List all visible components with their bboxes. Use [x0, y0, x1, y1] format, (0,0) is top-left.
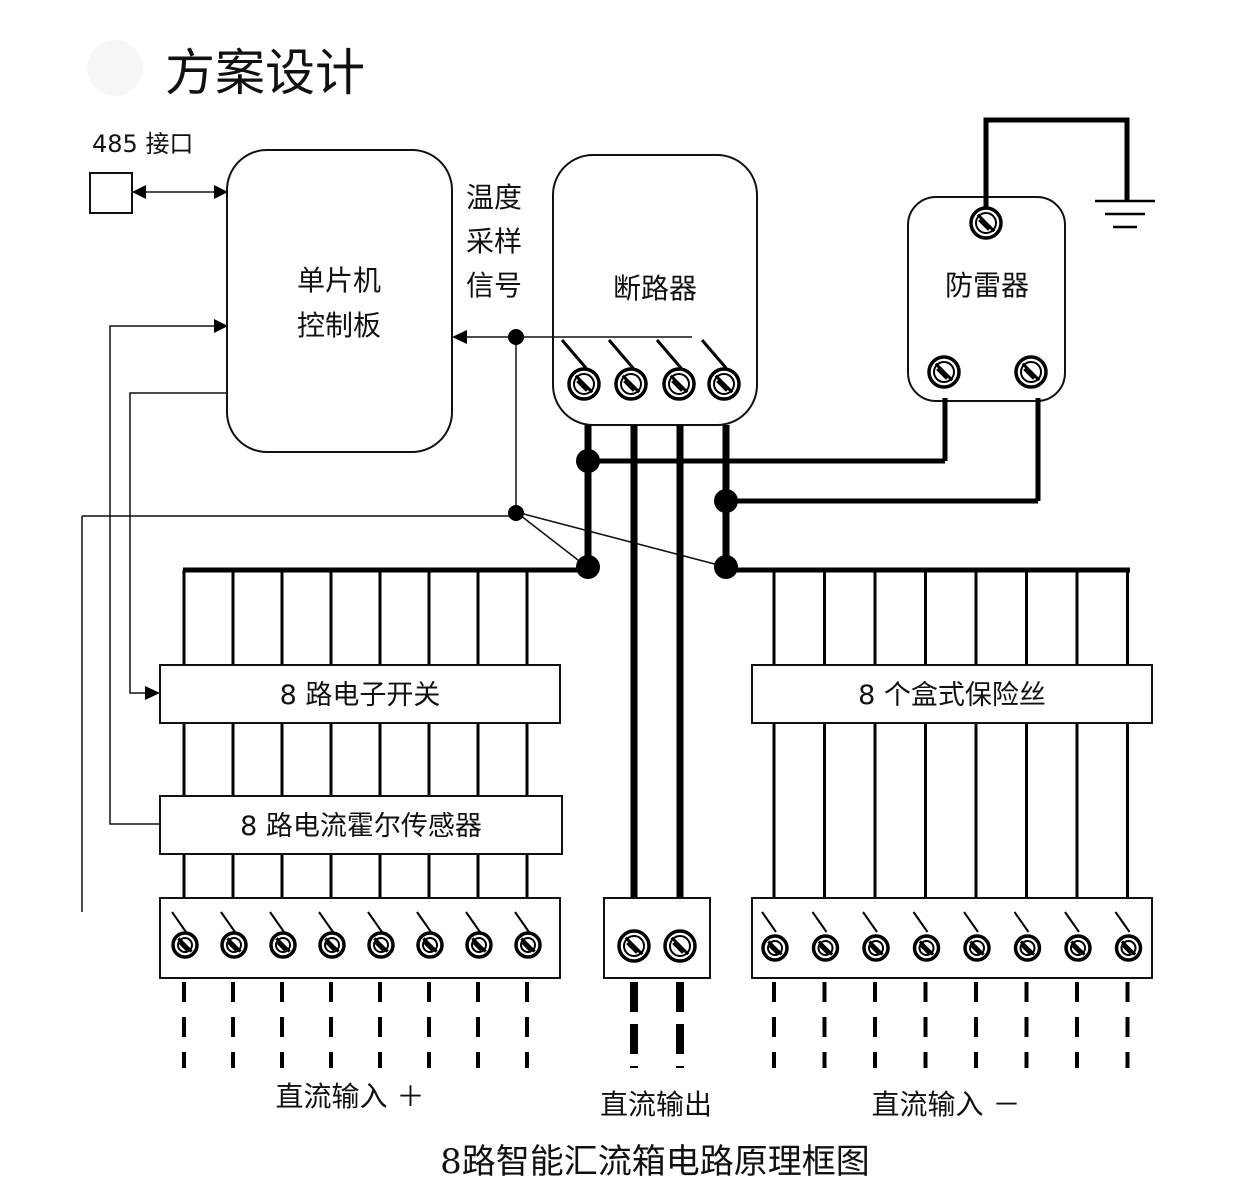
temp-label-line1: 温度 [466, 181, 522, 214]
dc-input-negative-label: 直流输入 － [872, 1088, 1021, 1121]
dc-input-positive-label: 直流输入 ＋ [276, 1080, 425, 1113]
screw-terminal-icon [567, 367, 601, 401]
screw-terminal-icon [367, 931, 395, 959]
terminal-block-positive [159, 897, 561, 979]
mcu-board [226, 149, 453, 453]
junction-dot [714, 489, 738, 513]
mcu-control-lines [109, 319, 228, 825]
terminal-lead [1114, 911, 1131, 933]
screw-terminal-icon [927, 355, 961, 389]
ground-wire [983, 117, 1130, 207]
slide-title: 方案设计 [165, 44, 365, 102]
mcu-label-line2: 控制板 [297, 309, 381, 342]
hall-sensor-bar [159, 795, 563, 855]
surge-protector-label: 防雷器 [945, 269, 1029, 302]
terminal-lead [655, 339, 683, 369]
screw-terminal-icon [707, 367, 741, 401]
dashed-inputs [182, 982, 1130, 1068]
switch-bar-label: 8 路电子开关 [280, 680, 441, 711]
terminal-lead [912, 911, 929, 933]
screw-terminal-icon [617, 929, 651, 963]
screw-terminals [171, 206, 1143, 963]
dc-output-lines [630, 425, 684, 900]
port-485-arrow [132, 185, 228, 199]
screw-terminal-icon [969, 206, 1003, 240]
breaker-box [552, 154, 758, 426]
mcu-label-line1: 单片机 [297, 264, 381, 297]
terminal-lead [1064, 911, 1080, 933]
terminal-lead [318, 911, 334, 933]
fuse-bar [751, 664, 1153, 724]
screw-terminal-icon [1013, 934, 1042, 962]
screw-terminal-icon [514, 931, 542, 959]
terminal-lead [514, 911, 530, 933]
breaker-label: 断路器 [613, 272, 697, 305]
screw-terminal-icon [318, 931, 346, 959]
junction-dot [576, 449, 600, 473]
screw-terminal-icon [1064, 934, 1092, 962]
screw-terminal-icon [663, 929, 697, 963]
terminal-lead [269, 911, 285, 933]
screw-terminal-icon [220, 931, 248, 959]
temp-label-line3: 信号 [466, 269, 522, 302]
terminal-lead [171, 911, 187, 933]
ground-icon [1095, 199, 1155, 229]
switch-bar [159, 664, 561, 724]
hall-sensor-bar-label: 8 路电流霍尔传感器 [240, 811, 482, 842]
terminal-lead [465, 911, 481, 933]
title-bullet-icon [87, 40, 143, 96]
screw-terminal-icon [761, 934, 789, 962]
junction-dot [508, 329, 524, 345]
terminal-lead [862, 911, 878, 933]
terminal-lead [1013, 911, 1030, 933]
terminal-block-negative [751, 897, 1153, 979]
negative-bus [722, 398, 1130, 573]
terminal-lead [220, 911, 236, 933]
dc-output-label: 直流输出 [600, 1088, 712, 1121]
terminal-lead [963, 911, 979, 933]
screw-terminal-icon [465, 931, 493, 959]
figure-caption: 8路智能汇流箱电路原理框图 [440, 1142, 870, 1182]
terminal-lead [811, 911, 828, 933]
junction-dot [576, 555, 600, 579]
fuse-bar-label: 8 个盒式保险丝 [858, 680, 1046, 711]
temp-signal-line [81, 330, 727, 912]
junction-dot [714, 555, 738, 579]
terminal-lead [761, 911, 777, 933]
screw-terminal-icon [662, 367, 696, 401]
terminal-lead [367, 911, 383, 933]
screw-terminal-icon [416, 931, 444, 959]
terminal-lead [700, 339, 728, 369]
screw-terminal-icon [963, 934, 991, 962]
positive-bus [183, 398, 948, 573]
port-485-box [89, 172, 133, 214]
terminal-lead [416, 911, 432, 933]
terminal-lead [607, 339, 635, 369]
screw-terminal-icon [1114, 934, 1143, 962]
screw-terminal-icon [269, 931, 297, 959]
terminal-lead [560, 339, 588, 369]
screw-terminal-icon [862, 934, 890, 962]
screw-terminal-icon [811, 934, 840, 962]
junction-dot [508, 505, 524, 521]
screw-terminal-icon [171, 931, 199, 959]
screw-terminal-icon [1014, 355, 1048, 389]
port-485-label: 485 接口 [92, 130, 193, 158]
temp-label-line2: 采样 [466, 225, 522, 258]
screw-terminal-icon [912, 934, 941, 962]
screw-terminal-icon [614, 367, 648, 401]
